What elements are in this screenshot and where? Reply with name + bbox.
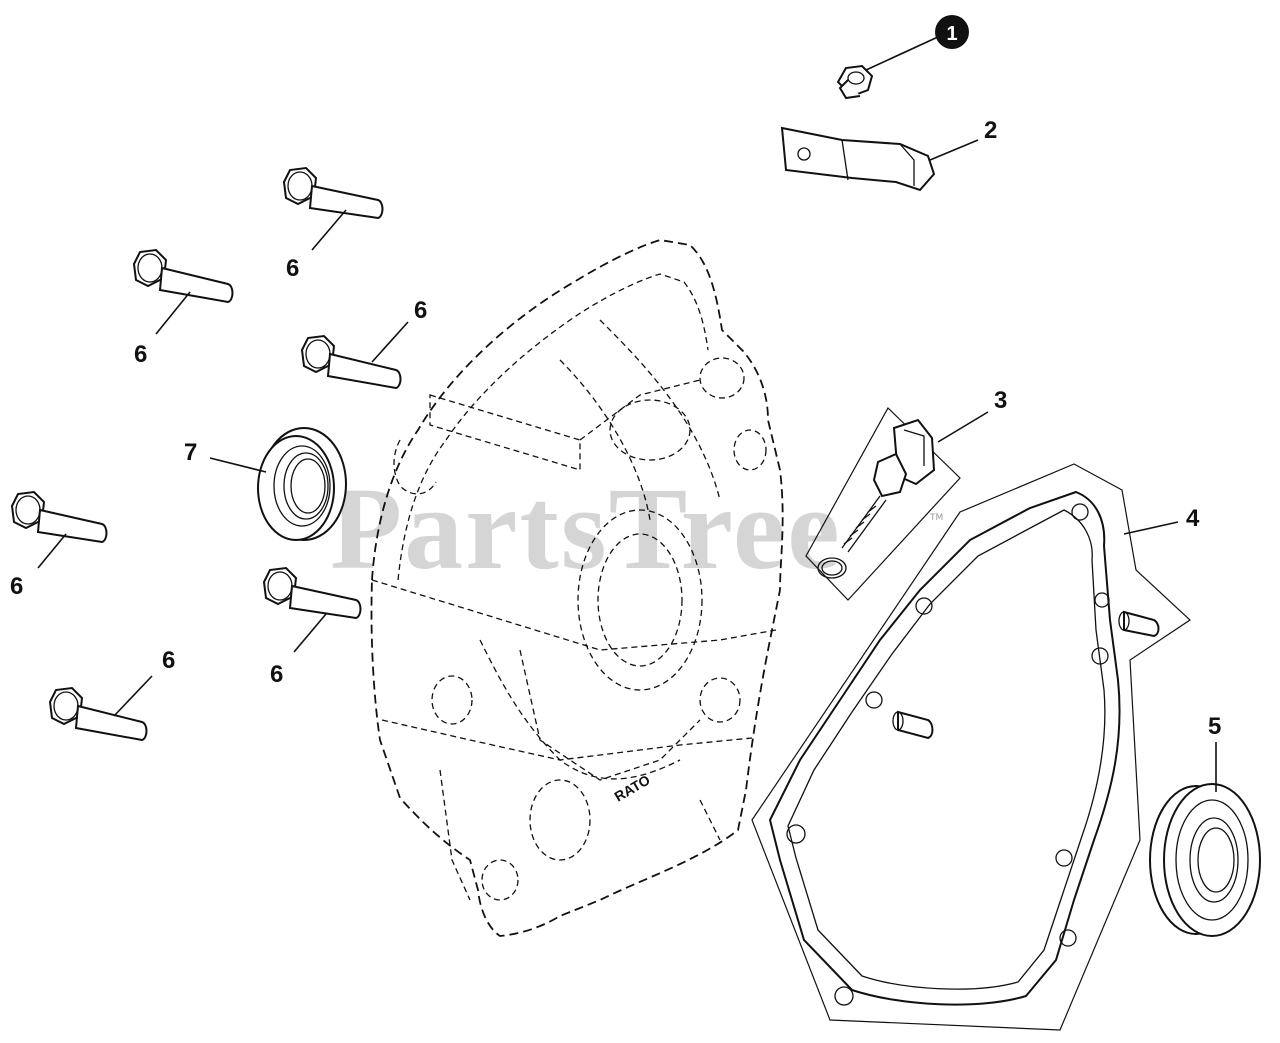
bolt-part-6-b	[132, 248, 234, 304]
bolt-part-6-c	[300, 334, 402, 390]
callout-badge-1: 1	[935, 15, 969, 49]
leader-line-6e	[293, 613, 327, 653]
callout-label-3: 3	[994, 387, 1007, 414]
bolt-part-1	[836, 64, 874, 100]
leader-line-7	[209, 457, 267, 473]
callout-label-2: 2	[984, 117, 997, 144]
bracket-part-2	[780, 126, 936, 192]
leader-line-1	[865, 35, 941, 71]
callout-label-6b: 6	[134, 341, 147, 368]
bolt-part-6-a	[282, 166, 384, 220]
watermark: PartsTree	[330, 463, 842, 594]
trademark-mark: TM	[929, 513, 943, 523]
casting-mark: RATO	[612, 772, 653, 805]
bolt-part-6-e	[262, 566, 362, 620]
bolt-part-6-f	[48, 686, 148, 742]
callout-label-6e: 6	[270, 661, 283, 688]
oil-sensor-part-3	[805, 407, 961, 601]
callout-label-4: 4	[1186, 505, 1200, 532]
gasket-part-4	[751, 463, 1191, 1031]
callout-label-6a: 6	[286, 255, 299, 282]
bearing-part-5	[1149, 783, 1261, 937]
leader-line-6f	[113, 675, 153, 717]
callout-label-5: 5	[1208, 713, 1221, 740]
callout-label-6f: 6	[162, 647, 175, 674]
leader-line-6c	[371, 321, 409, 363]
callout-label-6c: 6	[414, 297, 427, 324]
leader-line-3	[937, 411, 989, 443]
oil-seal-part-7	[257, 427, 347, 541]
leader-line-2	[929, 139, 979, 161]
bolt-part-6-d	[10, 490, 108, 544]
callout-label-7: 7	[184, 439, 197, 466]
leader-line-4	[1123, 521, 1179, 535]
leader-line-6a	[311, 209, 347, 251]
callout-label-1: 1	[946, 23, 957, 45]
callout-label-6d: 6	[10, 573, 23, 600]
leader-line-6b	[155, 291, 191, 335]
leader-line-6d	[37, 533, 67, 569]
